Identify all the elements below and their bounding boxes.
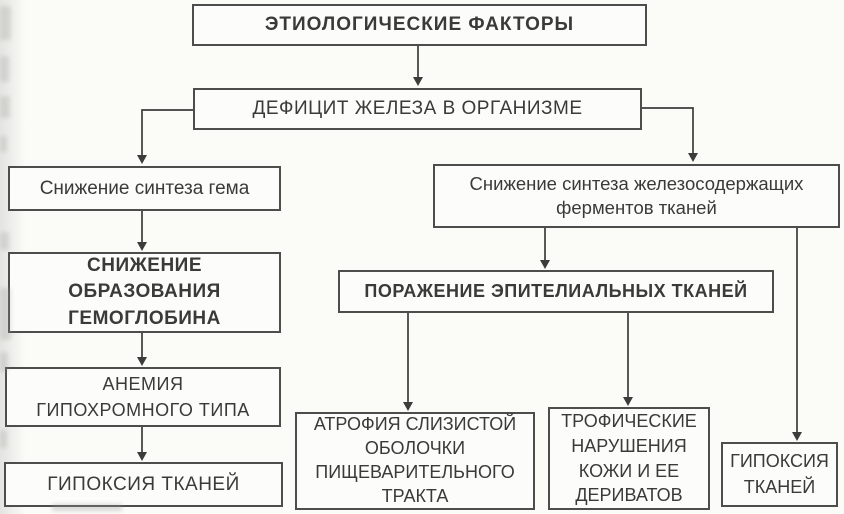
node-mucosa-atrophy: АТРОФИЯ СЛИЗИСТОЙ ОБОЛОЧКИ ПИЩЕВАРИТЕЛЬН… xyxy=(295,412,535,510)
scan-artifact xyxy=(0,6,11,40)
node-hypochromic-anemia: АНЕМИЯ ГИПОХРОМНОГО ТИПА xyxy=(5,367,281,427)
node-tissue-hypoxia-left: ГИПОКСИЯ ТКАНЕЙ xyxy=(4,462,283,507)
scan-artifact xyxy=(0,96,10,118)
node-etiological-factors: ЭТИОЛОГИЧЕСКИЕ ФАКТОРЫ xyxy=(192,4,647,46)
edge-deficit-enzymes xyxy=(642,107,698,162)
scan-artifact xyxy=(0,136,7,152)
node-trophic-skin-disorders: ТРОФИЧЕСКИЕ НАРУШЕНИЯ КОЖИ И ЕЕ ДЕРИВАТО… xyxy=(548,407,710,510)
node-iron-enzymes-decrease: Снижение синтеза железосодержащих фермен… xyxy=(433,164,840,228)
node-hemoglobin-formation-decrease: СНИЖЕНИЕ ОБРАЗОВАНИЯ ГЕМОГЛОБИНА xyxy=(8,252,281,333)
edge-deficit-heme xyxy=(137,109,193,164)
node-tissue-hypoxia-right: ГИПОКСИЯ ТКАНЕЙ xyxy=(721,442,838,507)
scan-artifact xyxy=(0,232,9,250)
node-heme-synthesis-decrease: Снижение синтеза гема xyxy=(8,166,281,211)
scan-artifact xyxy=(0,430,7,448)
node-epithelial-tissue-damage: ПОРАЖЕНИЕ ЭПИТЕЛИАЛЬНЫХ ТКАНЕЙ xyxy=(338,270,774,313)
node-iron-deficiency: ДЕФИЦИТ ЖЕЛЕЗА В ОРГАНИЗМЕ xyxy=(193,88,642,130)
scan-artifact xyxy=(0,56,9,82)
